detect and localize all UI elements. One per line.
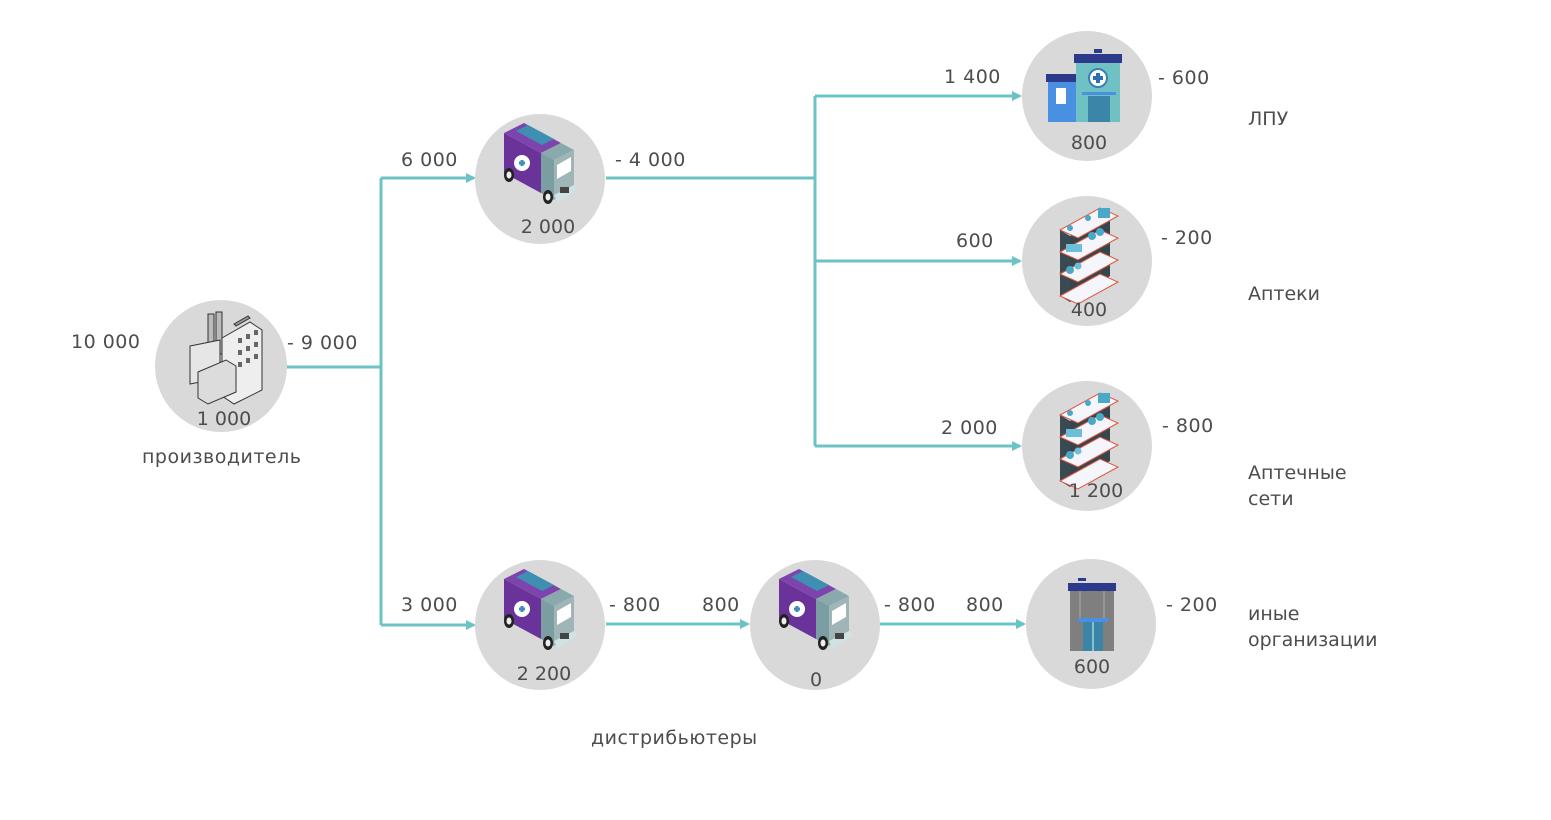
distributor-second-inflow: 800 xyxy=(702,594,740,616)
office-building-icon xyxy=(1068,578,1116,651)
node-pharmacy-chains: 1 200 xyxy=(1022,381,1152,511)
manufacturer-inflow: 10 000 xyxy=(71,331,141,353)
node-other-orgs: 600 xyxy=(1026,559,1156,689)
distributor-second-outflow: - 800 xyxy=(884,594,936,616)
node-pharmacies: 400 xyxy=(1022,196,1152,326)
other-orgs-label-line1: иные xyxy=(1248,603,1300,625)
distributor-bottom-outflow: - 800 xyxy=(609,594,661,616)
lpu-outflow: - 600 xyxy=(1158,67,1210,89)
stock-value: 2 000 xyxy=(521,216,575,238)
stock-value: 2 200 xyxy=(517,663,571,685)
lpu-inflow: 1 400 xyxy=(944,66,1001,88)
manufacturer-outflow: - 9 000 xyxy=(287,332,358,354)
other-orgs-outflow: - 200 xyxy=(1166,594,1218,616)
distributor-top-inflow: 6 000 xyxy=(401,149,458,171)
stock-value: 400 xyxy=(1071,299,1107,321)
stock-value: 600 xyxy=(1074,656,1110,678)
other-orgs-label-line2: организации xyxy=(1248,629,1378,651)
other-orgs-inflow: 800 xyxy=(966,594,1004,616)
node-lpu: 800 xyxy=(1022,31,1152,161)
distributors-group-label: дистрибьютеры xyxy=(591,727,758,749)
stock-value: 0 xyxy=(810,669,822,691)
stock-value: 1 000 xyxy=(197,408,251,430)
manufacturer-label: производитель xyxy=(142,446,302,468)
pharmacies-inflow: 600 xyxy=(956,230,994,252)
stock-value: 800 xyxy=(1071,132,1107,154)
factory-icon xyxy=(189,311,263,405)
lpu-label: ЛПУ xyxy=(1248,108,1289,130)
pharmacy-chains-label-line1: Аптечные xyxy=(1248,462,1347,484)
pharmacy-chains-label-line2: сети xyxy=(1248,488,1294,510)
distributor-bottom-inflow: 3 000 xyxy=(401,594,458,616)
node-distributor-top: 2 000 xyxy=(475,114,605,244)
pharmacies-outflow: - 200 xyxy=(1161,227,1213,249)
flow-lines xyxy=(287,91,1026,630)
pharmacy-chains-inflow: 2 000 xyxy=(941,417,998,439)
node-manufacturer: 1 000 xyxy=(155,300,287,432)
distributor-top-outflow: - 4 000 xyxy=(615,149,686,171)
pharmacy-chains-label: Аптечные сети xyxy=(1248,460,1347,512)
node-distributor-bottom: 2 200 xyxy=(475,560,605,690)
pharmacy-chains-outflow: - 800 xyxy=(1162,415,1214,437)
hospital-icon xyxy=(1046,49,1122,122)
other-orgs-label: иные организации xyxy=(1248,601,1377,653)
pharmacies-label: Аптеки xyxy=(1248,283,1321,305)
node-distributor-second: 0 xyxy=(750,560,880,691)
stock-value: 1 200 xyxy=(1069,480,1123,502)
